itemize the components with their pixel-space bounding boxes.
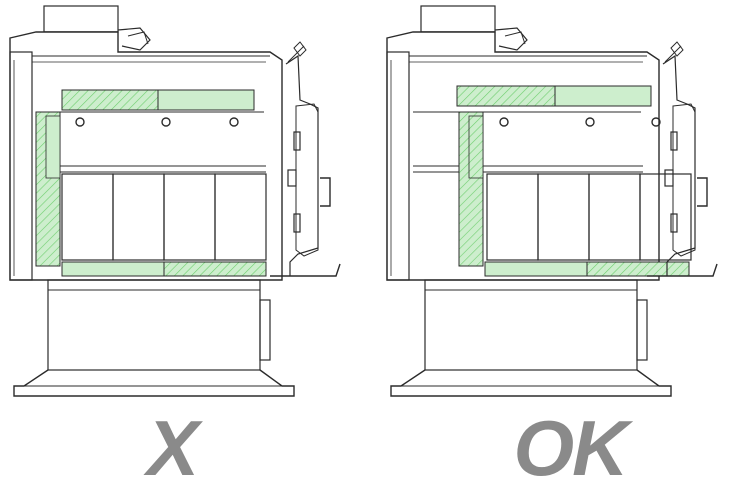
front-door-frame [662, 54, 696, 276]
pedestal-foot [13, 369, 295, 397]
upper-hinge [670, 131, 678, 151]
air-tube-hole [229, 117, 239, 127]
lower-hinge [293, 213, 301, 233]
ash-lip [270, 263, 341, 277]
front-door-frame [285, 54, 319, 276]
floor-brick-left [61, 261, 165, 277]
side-firebrick [214, 173, 267, 261]
stove-drawing [9, 5, 341, 397]
pedestal-foot [390, 369, 672, 397]
door-latch [664, 169, 674, 187]
rear-heat-shield [9, 51, 33, 281]
baffle-board-right [554, 85, 652, 107]
ash-lip [647, 263, 718, 277]
door-handle [320, 177, 331, 207]
air-tube-hole [75, 117, 85, 127]
verdict-correct-label: OK [513, 404, 629, 492]
stove-diagram-correct [377, 0, 755, 488]
floor-brick-left [484, 261, 588, 277]
floor-brick-right [586, 261, 690, 277]
front-door-glass [295, 103, 319, 257]
flue-collar [420, 5, 496, 33]
ash-pan-handle [636, 299, 648, 361]
flue-collar [43, 5, 119, 33]
upper-hinge [293, 131, 301, 151]
air-tube-hole [651, 117, 661, 127]
air-control-knob [670, 41, 684, 57]
pedestal [424, 279, 638, 371]
damper-handle [494, 27, 528, 51]
air-tube-hole [161, 117, 171, 127]
baffle-board-left [456, 85, 556, 107]
verdict-incorrect-label: X [146, 404, 199, 492]
air-tube-hole [499, 117, 509, 127]
stove-diagram-incorrect [0, 0, 378, 488]
rear-heat-shield [386, 51, 410, 281]
stove-drawing [386, 5, 718, 397]
baffle-board-left [61, 89, 159, 111]
ash-pan-handle [259, 299, 271, 361]
air-control-knob [293, 41, 307, 57]
door-latch [287, 169, 297, 187]
side-wall-insulation-upper [45, 115, 61, 179]
pedestal [47, 279, 261, 371]
baffle-board-right [157, 89, 255, 111]
front-door-glass [672, 103, 696, 257]
door-handle [697, 177, 708, 207]
air-tube-hole [585, 117, 595, 127]
lower-hinge [670, 213, 678, 233]
side-wall-insulation-upper [468, 115, 484, 179]
stove-body-outline [386, 31, 660, 281]
floor-brick-right [163, 261, 267, 277]
damper-handle [117, 27, 151, 51]
